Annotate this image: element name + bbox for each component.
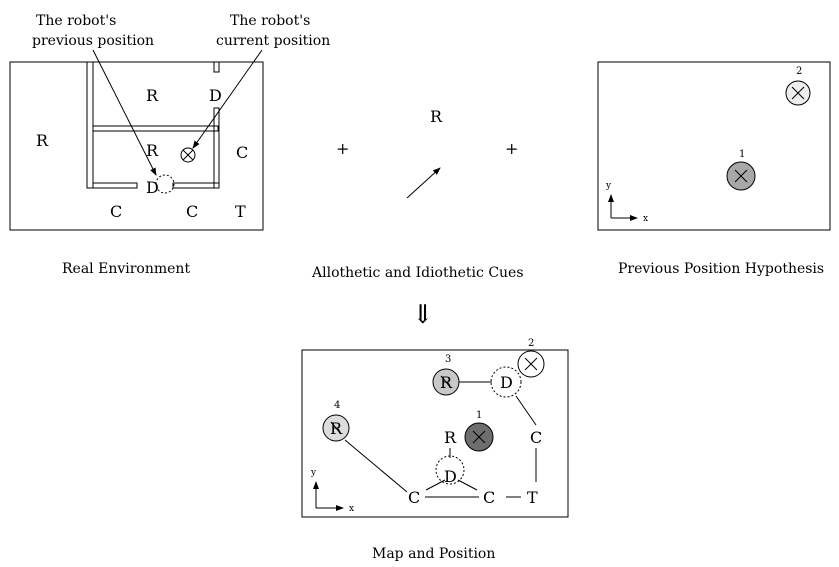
env-corridor-right: C (236, 143, 248, 162)
down-arrow-icon: ⇓ (412, 300, 434, 330)
env-room-middle: R (146, 141, 159, 160)
map-edge-d-c-left (425, 479, 446, 491)
hyp-number-1: 1 (739, 149, 745, 160)
map-panel: 2 D 3 R 4 R 1 R D C C C (301, 338, 569, 562)
map-number-2: 2 (528, 338, 534, 349)
caption-real-environment: Real Environment (62, 261, 190, 277)
wall-middle (92, 125, 219, 132)
annotation-current-line1: The robot's (230, 13, 310, 29)
cue-room: R (430, 107, 443, 126)
map-corridor-right: C (530, 428, 542, 447)
map-edge-d-c-mid (457, 479, 478, 491)
map-hypothesis-1-icon (464, 422, 494, 452)
hypothesis-1-icon (726, 161, 756, 191)
real-environment-frame (9, 61, 264, 231)
hypothesis-frame (597, 61, 831, 231)
map-door-lower-circle (435, 455, 465, 485)
map-door-lower: D (444, 467, 457, 486)
door-circle (155, 174, 175, 194)
map-number-1: 1 (476, 410, 482, 421)
cues-panel: + R + Allothetic and Idiothetic Cues ⇓ (311, 107, 524, 330)
map-door-upper: D (500, 373, 513, 392)
wall-bottom-right (172, 182, 220, 189)
hypothesis-2-icon (785, 80, 811, 106)
hypothesis-panel: 2 1 y x Previous Position Hypothesis (597, 61, 831, 277)
plus-left: + (336, 139, 349, 158)
map-hypothesis-2-icon (517, 350, 545, 378)
map-room-4-strike (330, 421, 342, 435)
pointer-previous (92, 49, 157, 176)
caption-cues: Allothetic and Idiothetic Cues (311, 265, 524, 281)
wall-right-stub (213, 61, 220, 73)
pointer-current (192, 49, 263, 149)
map-corridor-bottom-mid: C (483, 488, 495, 507)
caption-hypothesis: Previous Position Hypothesis (618, 261, 824, 277)
map-room-3-strike (440, 375, 452, 389)
wall-right (213, 107, 220, 189)
plus-right: + (505, 139, 518, 158)
hypothesis-axes: y x (605, 181, 648, 224)
env-door-bottom: D (146, 178, 159, 197)
env-room-left: R (36, 131, 49, 150)
map-number-4: 4 (334, 400, 340, 411)
map-number-3: 3 (445, 354, 451, 365)
env-corridor-bottom-mid: C (186, 202, 198, 221)
map-edge-r4-c (344, 439, 408, 493)
wall-left (86, 61, 94, 189)
annotation-previous-line2: previous position (32, 33, 154, 49)
map-door-upper-circle (490, 366, 522, 398)
caption-map: Map and Position (372, 546, 495, 562)
map-transition: T (527, 488, 538, 507)
map-axis-y: y (310, 468, 317, 478)
real-environment-panel: R D R R C D C C T The robot's previous p… (9, 13, 330, 277)
wall-bottom-left (92, 182, 138, 189)
map-axes: y x (310, 468, 354, 514)
env-door-top: D (209, 86, 222, 105)
hyp-axis-y: y (605, 181, 612, 191)
hyp-number-2: 2 (796, 66, 802, 77)
robot-current-icon (180, 147, 196, 163)
env-corridor-bottom-left: C (110, 202, 122, 221)
map-room-middle: R (444, 428, 457, 447)
hyp-axis-x: x (643, 214, 648, 224)
map-axis-x: x (349, 504, 354, 514)
map-frame (301, 349, 569, 518)
annotation-previous-line1: The robot's (36, 13, 116, 29)
annotation-current-line2: current position (216, 33, 330, 49)
env-room-top: R (146, 86, 159, 105)
env-transition: T (235, 202, 246, 221)
cue-motion-arrow (406, 167, 441, 199)
map-edge-d-c-right (515, 395, 537, 426)
map-corridor-bottom-left: C (408, 488, 420, 507)
